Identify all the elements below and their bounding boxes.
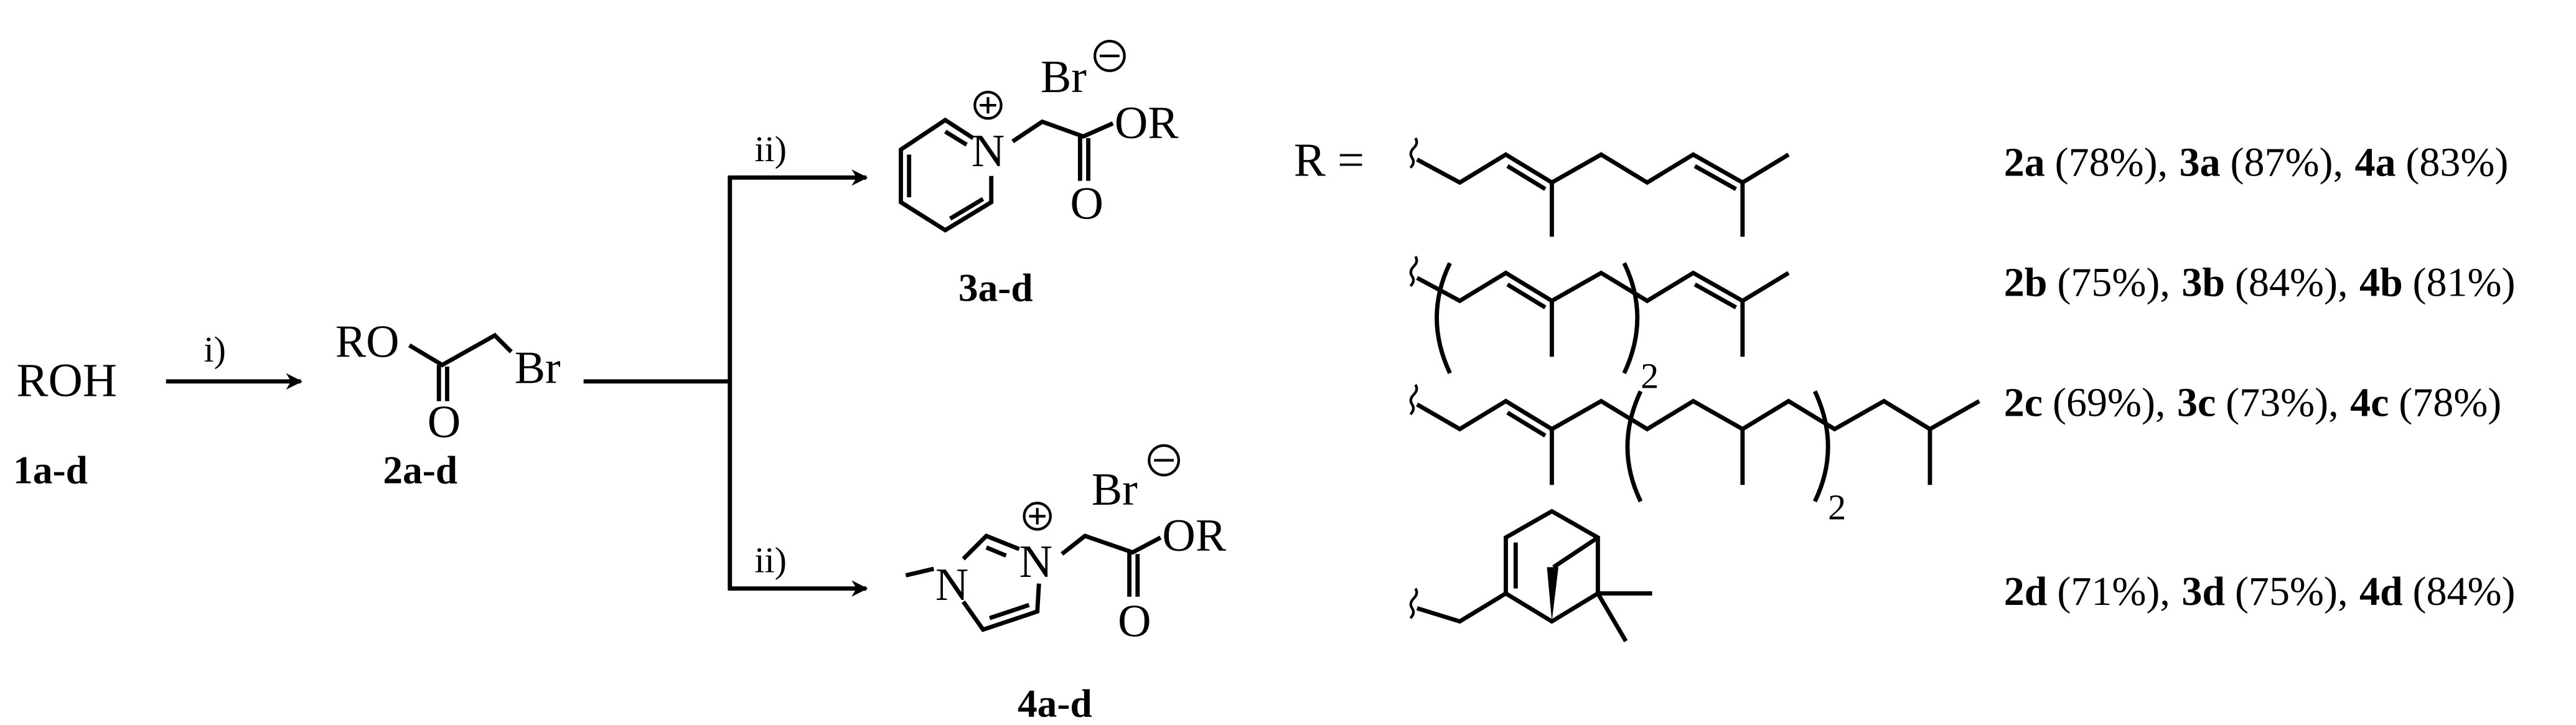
repeat-count-c: 2 [1828, 487, 1846, 528]
compound-id: 4b [2359, 260, 2403, 306]
r-group-a-geranyl [1409, 137, 1790, 237]
r-definition-label: R = [1294, 134, 1364, 187]
pyridine-ring [899, 117, 994, 233]
wavy-bond-icon [1409, 383, 1418, 416]
ester-or-group: OR [1115, 97, 1179, 148]
repeat-count-b: 2 [1641, 355, 1659, 396]
r-group-c-phytyl: 2 [1409, 383, 1980, 528]
yield-value: (75%) [2235, 569, 2338, 614]
ring-double-bond [944, 129, 968, 147]
ro-group: RO [335, 316, 400, 367]
yield-value: (71%) [2057, 569, 2160, 614]
separator: , [2328, 380, 2339, 425]
r-group-b-farnesyl: 2 [1409, 255, 1790, 396]
imidazole-nitrogen-3: N [1019, 536, 1052, 587]
branch-arrows: ii) ii) [583, 129, 868, 597]
yield-value: (78%) [2055, 140, 2158, 185]
ring-double-bond [985, 545, 1007, 558]
positive-charge-icon [1023, 502, 1052, 531]
yield-value: (84%) [2413, 569, 2516, 614]
ester-chain [1061, 533, 1162, 556]
separator: , [2333, 140, 2344, 185]
separator: , [2338, 260, 2348, 306]
ester-chain [1011, 119, 1114, 144]
compound-id: 3c [2177, 380, 2216, 425]
compound-id: 4a [2355, 140, 2396, 185]
compound-id: 4c [2350, 380, 2389, 425]
repeat-bracket-left [1625, 390, 1643, 503]
compound-id: 4d [2359, 569, 2403, 614]
yield-value: (83%) [2405, 140, 2508, 185]
reagent-label-ii-upper: ii) [754, 129, 787, 169]
yield-list: 2a(78%),3a(87%),4a(83%)2b(75%),3b(84%),4… [2004, 140, 2516, 614]
compound-3: N Br O OR 3a-d [899, 40, 1179, 309]
separator: , [2160, 260, 2170, 306]
bromide-counter-ion: Br [1041, 51, 1087, 102]
ester-or-group: OR [1162, 510, 1226, 561]
compound-label-2a-d: 2a-d [383, 449, 457, 492]
ring-double-bond [989, 602, 1030, 620]
negative-charge-icon [1094, 40, 1126, 72]
carbonyl-oxygen: O [1118, 595, 1151, 646]
carbonyl-oxygen: O [428, 396, 461, 447]
compound-label-4a-d: 4a-d [1018, 682, 1092, 725]
compound-2: RO O Br 2a-d [335, 316, 561, 492]
positive-charge-icon [973, 90, 1003, 120]
bond-chain [408, 332, 513, 368]
negative-charge-icon [1148, 444, 1180, 477]
wedge-bond [1547, 567, 1559, 622]
wavy-bond-icon [1409, 587, 1418, 619]
reagent-label-ii-lower: ii) [754, 540, 787, 580]
yield-row: 2c(69%),3c(73%),4c(78%) [2004, 380, 2501, 425]
separator: , [2158, 140, 2168, 185]
yield-row: 2b(75%),3b(84%),4b(81%) [2004, 260, 2516, 306]
compound-id: 3d [2181, 569, 2225, 614]
r-group-d-myrtenyl [1409, 508, 1652, 642]
compound-4: N N Br O OR 4a-d [905, 444, 1227, 725]
repeat-bracket-left [1435, 262, 1452, 375]
reagent-label-i: i) [204, 329, 226, 370]
compound-id: 2c [2004, 380, 2043, 425]
compound-label-3a-d: 3a-d [958, 266, 1033, 309]
bromine: Br [515, 342, 561, 393]
yield-value: (75%) [2057, 260, 2160, 306]
repeat-bracket-right [1812, 390, 1830, 503]
carbonyl-oxygen: O [1070, 177, 1103, 228]
compound-id: 3a [2180, 140, 2221, 185]
ring-double-bond [948, 197, 985, 221]
compound-id: 3b [2181, 260, 2225, 306]
yield-value: (81%) [2413, 260, 2516, 306]
yield-row: 2a(78%),3a(87%),4a(83%) [2004, 140, 2509, 185]
yield-row: 2d(71%),3d(75%),4d(84%) [2004, 569, 2516, 614]
compound-id: 2b [2004, 260, 2048, 306]
compound-id: 2a [2004, 140, 2045, 185]
yield-value: (84%) [2235, 260, 2338, 306]
compound-1: ROH 1a-d [13, 354, 117, 492]
roh-formula: ROH [16, 354, 117, 407]
repeat-bracket-right [1622, 262, 1640, 375]
pyridinium-nitrogen: N [972, 125, 1005, 176]
imidazole-nitrogen-1: N [935, 559, 968, 610]
bromide-counter-ion: Br [1092, 464, 1138, 515]
wavy-bond-icon [1409, 255, 1418, 288]
yield-value: (78%) [2399, 380, 2501, 425]
imidazole-ring-bottom [962, 583, 1041, 632]
wavy-bond-icon [1409, 137, 1418, 169]
separator: , [2338, 569, 2348, 614]
methyl-bond [905, 566, 935, 578]
imidazole-ring-top [962, 533, 1020, 561]
compound-label-1a-d: 1a-d [13, 449, 88, 492]
compound-id: 2d [2004, 569, 2048, 614]
yield-value: (73%) [2226, 380, 2328, 425]
reaction-arrow-step-1: i) [166, 329, 303, 390]
yield-value: (87%) [2231, 140, 2333, 185]
yield-value: (69%) [2053, 380, 2155, 425]
separator: , [2160, 569, 2170, 614]
separator: , [2155, 380, 2166, 425]
